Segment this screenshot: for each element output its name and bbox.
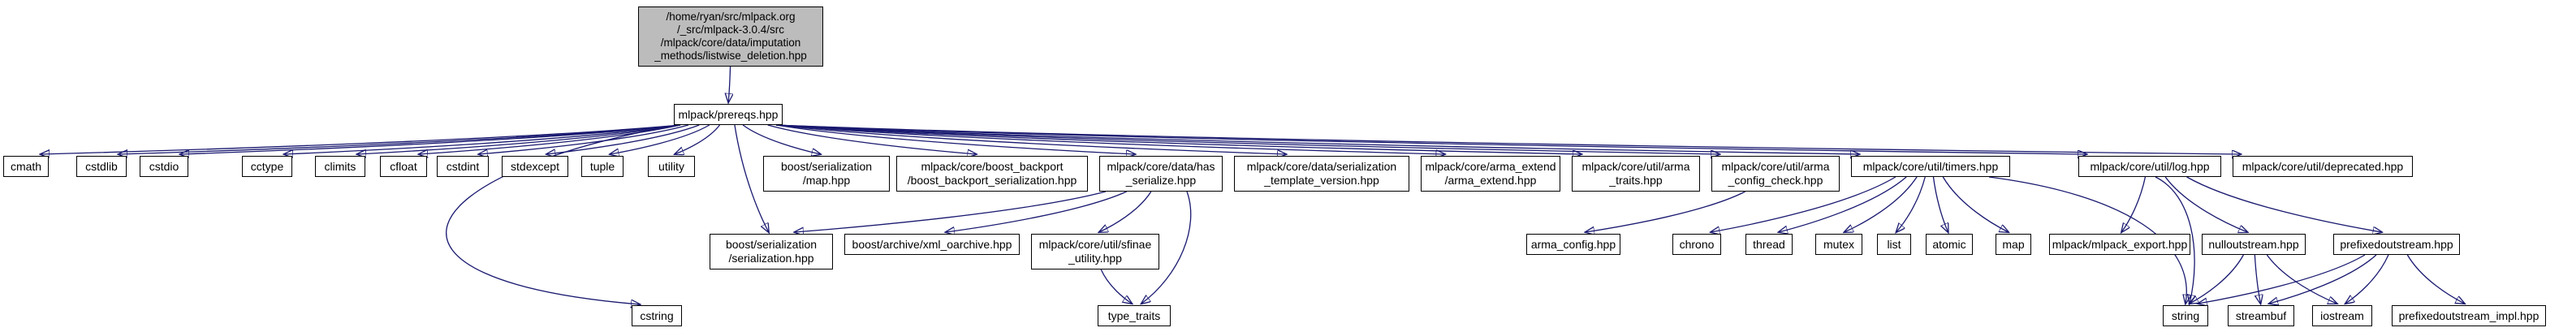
node-cstdint: cstdint [437,156,489,177]
edge-prereqs-to-timers [775,124,1859,154]
node-type-traits: type_traits [1098,305,1171,326]
node-serialization-template-version[interactable]: mlpack/core/data/serialization _template… [1234,156,1409,192]
node-boost-serialization: boost/serialization /serialization.hpp [710,234,833,269]
node-cstdlib: cstdlib [76,156,127,177]
node-arma-config[interactable]: arma_config.hpp [1526,234,1620,255]
edge-nulloutstream-to-iostream [2266,254,2337,304]
node-map: map [1996,234,2031,255]
node-mutex: mutex [1815,234,1862,255]
node-streambuf: streambuf [2228,305,2294,326]
edge-prereqs-to-cstdlib [119,124,681,154]
node-cmath: cmath [3,156,49,177]
node-prefixedoutstream-impl[interactable]: prefixedoutstream_impl.hpp [2392,305,2546,326]
edge-nulloutstream-to-streambuf [2255,254,2260,304]
edge-prereqs-to-boost_serialization [734,124,769,232]
edge-prefixedoutstream-to-streambuf [2269,254,2377,304]
edge-arma_config_check-to-arma_config [1586,191,1745,232]
node-tuple: tuple [581,156,624,177]
node-boost-serialization-map: boost/serialization /map.hpp [763,156,890,192]
edge-timers-to-map [1942,176,2009,232]
node-chrono: chrono [1672,234,1721,255]
node-atomic: atomic [1926,234,1973,255]
edge-log-to-prefixedoutstream [2186,176,2382,232]
node-cctype: cctype [242,156,292,177]
node-log[interactable]: mlpack/core/util/log.hpp [2078,156,2221,177]
edge-prereqs-to-cstdio [180,124,681,154]
node-utility: utility [648,156,695,177]
edge-log-to-mlpack_export [2121,176,2147,232]
node-thread: thread [1745,234,1793,255]
node-string: string [2163,305,2208,326]
edge-timers-to-string [1988,176,2186,304]
node-listwise-deletion: /home/ryan/src/mlpack.org /_src/mlpack-3… [638,6,823,67]
node-nulloutstream[interactable]: nulloutstream.hpp [2202,234,2306,255]
edge-log-to-string [2155,176,2194,304]
edge-timers-to-thread [1779,176,1907,232]
edge-prefixedoutstream-to-iostream [2345,254,2389,304]
edge-prereqs-to-climits [357,124,681,154]
node-boost-backport[interactable]: mlpack/core/boost_backport /boost_backpo… [896,156,1088,192]
node-has-serialize[interactable]: mlpack/core/data/has _serialize.hpp [1099,156,1223,192]
edge-prereqs-to-boost_backport [767,124,977,154]
edge-prereqs-to-has_serialize [775,124,1135,154]
edge-listwise_deletion-to-prereqs [728,66,730,102]
edge-prereqs-to-log [775,124,2086,154]
edge-prereqs-to-arma_extend [775,124,1445,154]
node-deprecated[interactable]: mlpack/core/util/deprecated.hpp [2233,156,2413,177]
edge-timers-to-mutex [1845,176,1918,232]
edge-nulloutstream-to-string [2190,254,2244,304]
edge-prereqs-to-deprecated [775,124,2241,154]
node-mlpack-export[interactable]: mlpack/mlpack_export.hpp [2049,234,2190,255]
edge-log-to-nulloutstream [2164,176,2247,232]
edge-prereqs-to-cctype [284,124,681,154]
node-climits: climits [315,156,365,177]
edge-has_serialize-to-xml_oarchive [946,191,1127,232]
node-arma-config-check[interactable]: mlpack/core/util/arma _config_check.hpp [1711,156,1840,192]
edge-has_serialize-to-sfinae_utility [1099,191,1152,232]
node-iostream: iostream [2312,305,2372,326]
node-cstdio: cstdio [140,156,188,177]
edge-has_serialize-to-boost_serialization [795,191,1107,232]
node-timers[interactable]: mlpack/core/util/timers.hpp [1851,156,2010,177]
node-cstring: cstring [632,305,682,326]
edge-prereqs-to-tuple [610,124,710,154]
edge-prereqs-to-serialization_template_version [775,124,1286,154]
node-prereqs[interactable]: mlpack/prereqs.hpp [674,104,783,125]
edge-timers-to-atomic [1932,176,1948,232]
edge-prereqs-to-cstdint [479,124,689,154]
node-stdexcept: stdexcept [502,156,568,177]
edge-timers-to-list [1896,176,1926,232]
edge-prereqs-to-arma_config_check [775,124,1719,154]
node-list: list [1877,234,1911,255]
edge-prereqs-to-stdexcept [546,124,700,154]
edge-prereqs-to-cfloat [419,124,681,154]
edge-prereqs-to-cstring [446,124,678,304]
node-cfloat: cfloat [380,156,427,177]
edge-prereqs-to-arma_traits [775,124,1581,154]
node-sfinae-utility[interactable]: mlpack/core/util/sfinae _utility.hpp [1031,234,1159,269]
edge-prereqs-to-utility [675,124,721,154]
edge-timers-to-chrono [1711,176,1896,232]
node-arma-extend[interactable]: mlpack/core/arma_extend /arma_extend.hpp [1421,156,1560,192]
edge-prereqs-to-boost_serialization_map [742,124,821,154]
node-arma-traits[interactable]: mlpack/core/util/arma _traits.hpp [1572,156,1700,192]
edge-prefixedoutstream-to-string [2198,254,2366,304]
node-xml-oarchive: boost/archive/xml_oarchive.hpp [844,234,1020,255]
edge-has_serialize-to-type_traits [1141,191,1192,304]
edge-prefixedoutstream-to-prefixedoutstream_impl [2406,254,2464,304]
edge-sfinae_utility-to-type_traits [1100,269,1132,304]
node-prefixedoutstream[interactable]: prefixedoutstream.hpp [2333,234,2460,255]
